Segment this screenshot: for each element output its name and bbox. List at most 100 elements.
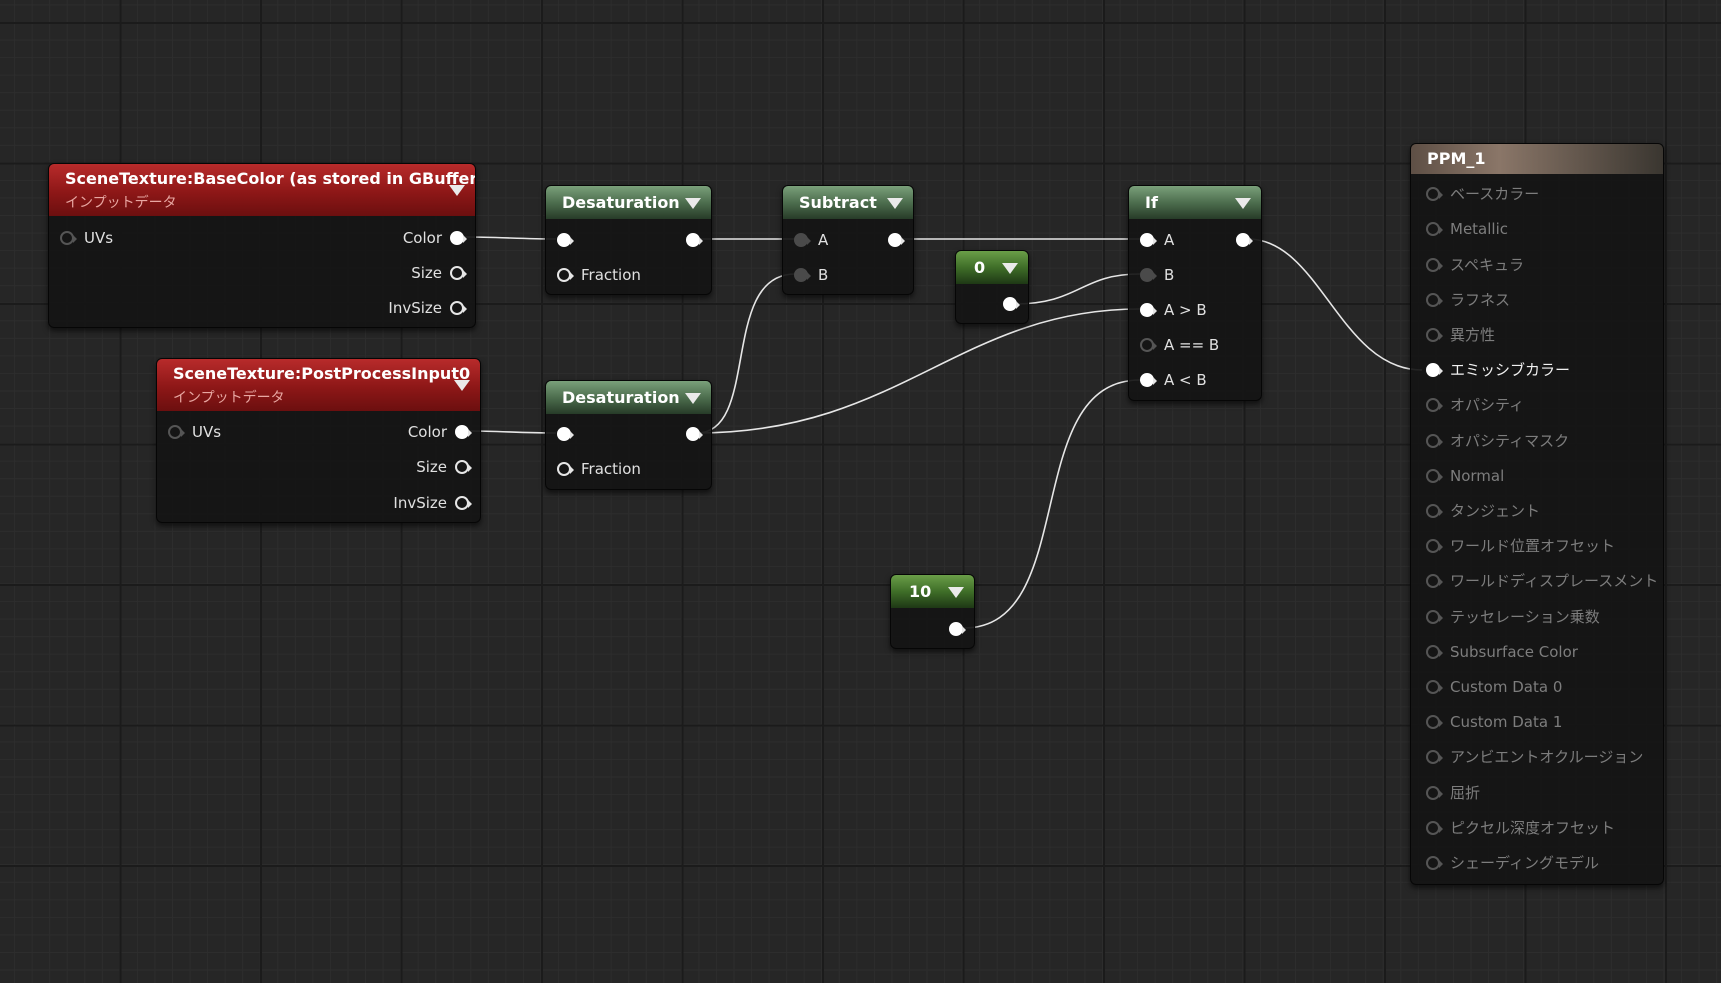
node-header[interactable]: Subtract	[783, 186, 913, 219]
input-pin-b[interactable]: B	[793, 264, 853, 286]
output-pin-value[interactable]	[934, 618, 966, 640]
input-pin-fraction[interactable]: Fraction	[556, 264, 676, 286]
pin-icon[interactable]	[1139, 302, 1157, 318]
pin-icon[interactable]	[793, 232, 811, 248]
collapse-arrow-icon[interactable]	[887, 197, 903, 209]
node-header[interactable]: PPM_1	[1411, 144, 1663, 174]
node-header[interactable]: 10	[891, 575, 974, 608]
pin-icon[interactable]	[1425, 785, 1443, 801]
if-node[interactable]: If A B A > B A == B A < B	[1128, 185, 1262, 401]
output-pin-result[interactable]	[873, 229, 905, 251]
pin-icon[interactable]	[556, 426, 574, 442]
input-pin-a[interactable]: A	[1139, 229, 1219, 251]
pin-icon[interactable]	[1425, 644, 1443, 660]
pin-icon[interactable]	[167, 424, 185, 440]
collapse-arrow-icon[interactable]	[685, 197, 701, 209]
collapse-arrow-icon[interactable]	[454, 380, 470, 391]
pin-icon[interactable]	[556, 267, 574, 283]
input-pin-uvs[interactable]: UVs	[59, 227, 179, 249]
pin-icon[interactable]	[454, 424, 472, 440]
pin-icon[interactable]	[1425, 679, 1443, 695]
pin-label: シェーディングモデル	[1450, 854, 1599, 872]
pin-icon[interactable]	[1425, 820, 1443, 836]
collapse-arrow-icon[interactable]	[449, 185, 465, 196]
output-pin-result[interactable]	[671, 423, 703, 445]
collapse-arrow-icon[interactable]	[685, 392, 701, 404]
pin-icon[interactable]	[1425, 327, 1443, 343]
constant-10-node[interactable]: 10	[890, 574, 975, 649]
pin-icon[interactable]	[1425, 573, 1443, 589]
output-pin-size[interactable]: Size	[350, 456, 472, 478]
pin-icon[interactable]	[685, 426, 703, 442]
output-pin-invsize[interactable]: InvSize	[345, 297, 467, 319]
pin-label: UVs	[192, 423, 222, 441]
desaturation-node-1[interactable]: Desaturation Fraction	[545, 185, 712, 295]
pin-icon[interactable]	[449, 265, 467, 281]
pin-icon[interactable]	[1425, 503, 1443, 519]
pin-icon[interactable]	[454, 459, 472, 475]
pin-icon[interactable]	[1139, 232, 1157, 248]
pin-icon[interactable]	[1425, 257, 1443, 273]
pin-icon[interactable]	[1235, 232, 1253, 248]
node-header[interactable]: 0	[956, 251, 1028, 284]
input-pin-main[interactable]	[556, 423, 586, 445]
output-pin-value[interactable]	[988, 293, 1020, 315]
output-pin-size[interactable]: Size	[345, 262, 467, 284]
pin-icon[interactable]	[454, 495, 472, 511]
node-header[interactable]: If	[1129, 186, 1261, 219]
pin-icon[interactable]	[1139, 337, 1157, 353]
collapse-arrow-icon[interactable]	[1002, 262, 1018, 274]
input-pin-main[interactable]	[556, 229, 586, 251]
pin-icon[interactable]	[59, 230, 77, 246]
pin-icon[interactable]	[449, 300, 467, 316]
constant-0-node[interactable]: 0	[955, 250, 1029, 324]
pin-icon[interactable]	[1425, 433, 1443, 449]
pin-icon[interactable]	[948, 621, 966, 637]
collapse-arrow-icon[interactable]	[948, 586, 964, 598]
output-pin-result[interactable]	[1221, 229, 1253, 251]
scene-texture-basecolor-node[interactable]: SceneTexture:BaseColor (as stored in GBu…	[48, 163, 476, 328]
pin-icon[interactable]	[1139, 267, 1157, 283]
input-pin-fraction[interactable]: Fraction	[556, 458, 676, 480]
scene-texture-postprocess-node[interactable]: SceneTexture:PostProcessInput0 インプットデータ …	[156, 358, 481, 523]
node-header[interactable]: SceneTexture:BaseColor (as stored in GBu…	[49, 164, 475, 216]
input-pin-a-equals-b[interactable]: A == B	[1139, 334, 1239, 356]
desaturation-node-2[interactable]: Desaturation Fraction	[545, 380, 712, 490]
pin-label: ワールド位置オフセット	[1450, 537, 1616, 555]
pin-icon[interactable]	[1139, 372, 1157, 388]
pin-icon[interactable]	[1425, 362, 1443, 378]
output-pin-color[interactable]: Color	[350, 421, 472, 443]
pin-label: Metallic	[1450, 220, 1508, 238]
input-pin-uvs[interactable]: UVs	[167, 421, 287, 443]
output-pin-color[interactable]: Color	[345, 227, 467, 249]
pin-icon[interactable]	[887, 232, 905, 248]
pin-icon[interactable]	[1425, 292, 1443, 308]
input-pin-b[interactable]: B	[1139, 264, 1219, 286]
pin-icon[interactable]	[1425, 749, 1443, 765]
node-header[interactable]: SceneTexture:PostProcessInput0 インプットデータ	[157, 359, 480, 411]
input-pin-a[interactable]: A	[793, 229, 853, 251]
pin-icon[interactable]	[1425, 538, 1443, 554]
pin-icon[interactable]	[793, 267, 811, 283]
pin-icon[interactable]	[1425, 468, 1443, 484]
pin-icon[interactable]	[556, 232, 574, 248]
pin-icon[interactable]	[685, 232, 703, 248]
pin-icon[interactable]	[1425, 221, 1443, 237]
pin-icon[interactable]	[449, 230, 467, 246]
node-header[interactable]: Desaturation	[546, 381, 711, 414]
pin-icon[interactable]	[1425, 714, 1443, 730]
subtract-node[interactable]: Subtract A B	[782, 185, 914, 295]
pin-icon[interactable]	[1425, 855, 1443, 871]
pin-icon[interactable]	[556, 461, 574, 477]
pin-icon[interactable]	[1425, 609, 1443, 625]
input-pin-a-less-b[interactable]: A < B	[1139, 369, 1239, 391]
collapse-arrow-icon[interactable]	[1235, 197, 1251, 209]
node-header[interactable]: Desaturation	[546, 186, 711, 219]
pin-icon[interactable]	[1425, 397, 1443, 413]
pin-icon[interactable]	[1425, 186, 1443, 202]
input-pin-a-greater-b[interactable]: A > B	[1139, 299, 1239, 321]
output-pin-result[interactable]	[671, 229, 703, 251]
output-pin-invsize[interactable]: InvSize	[350, 492, 472, 514]
pin-icon[interactable]	[1002, 296, 1020, 312]
material-output-node[interactable]: PPM_1 ベースカラー Metallic スペキュラ ラフネス 異方性 エミッ…	[1410, 143, 1664, 885]
